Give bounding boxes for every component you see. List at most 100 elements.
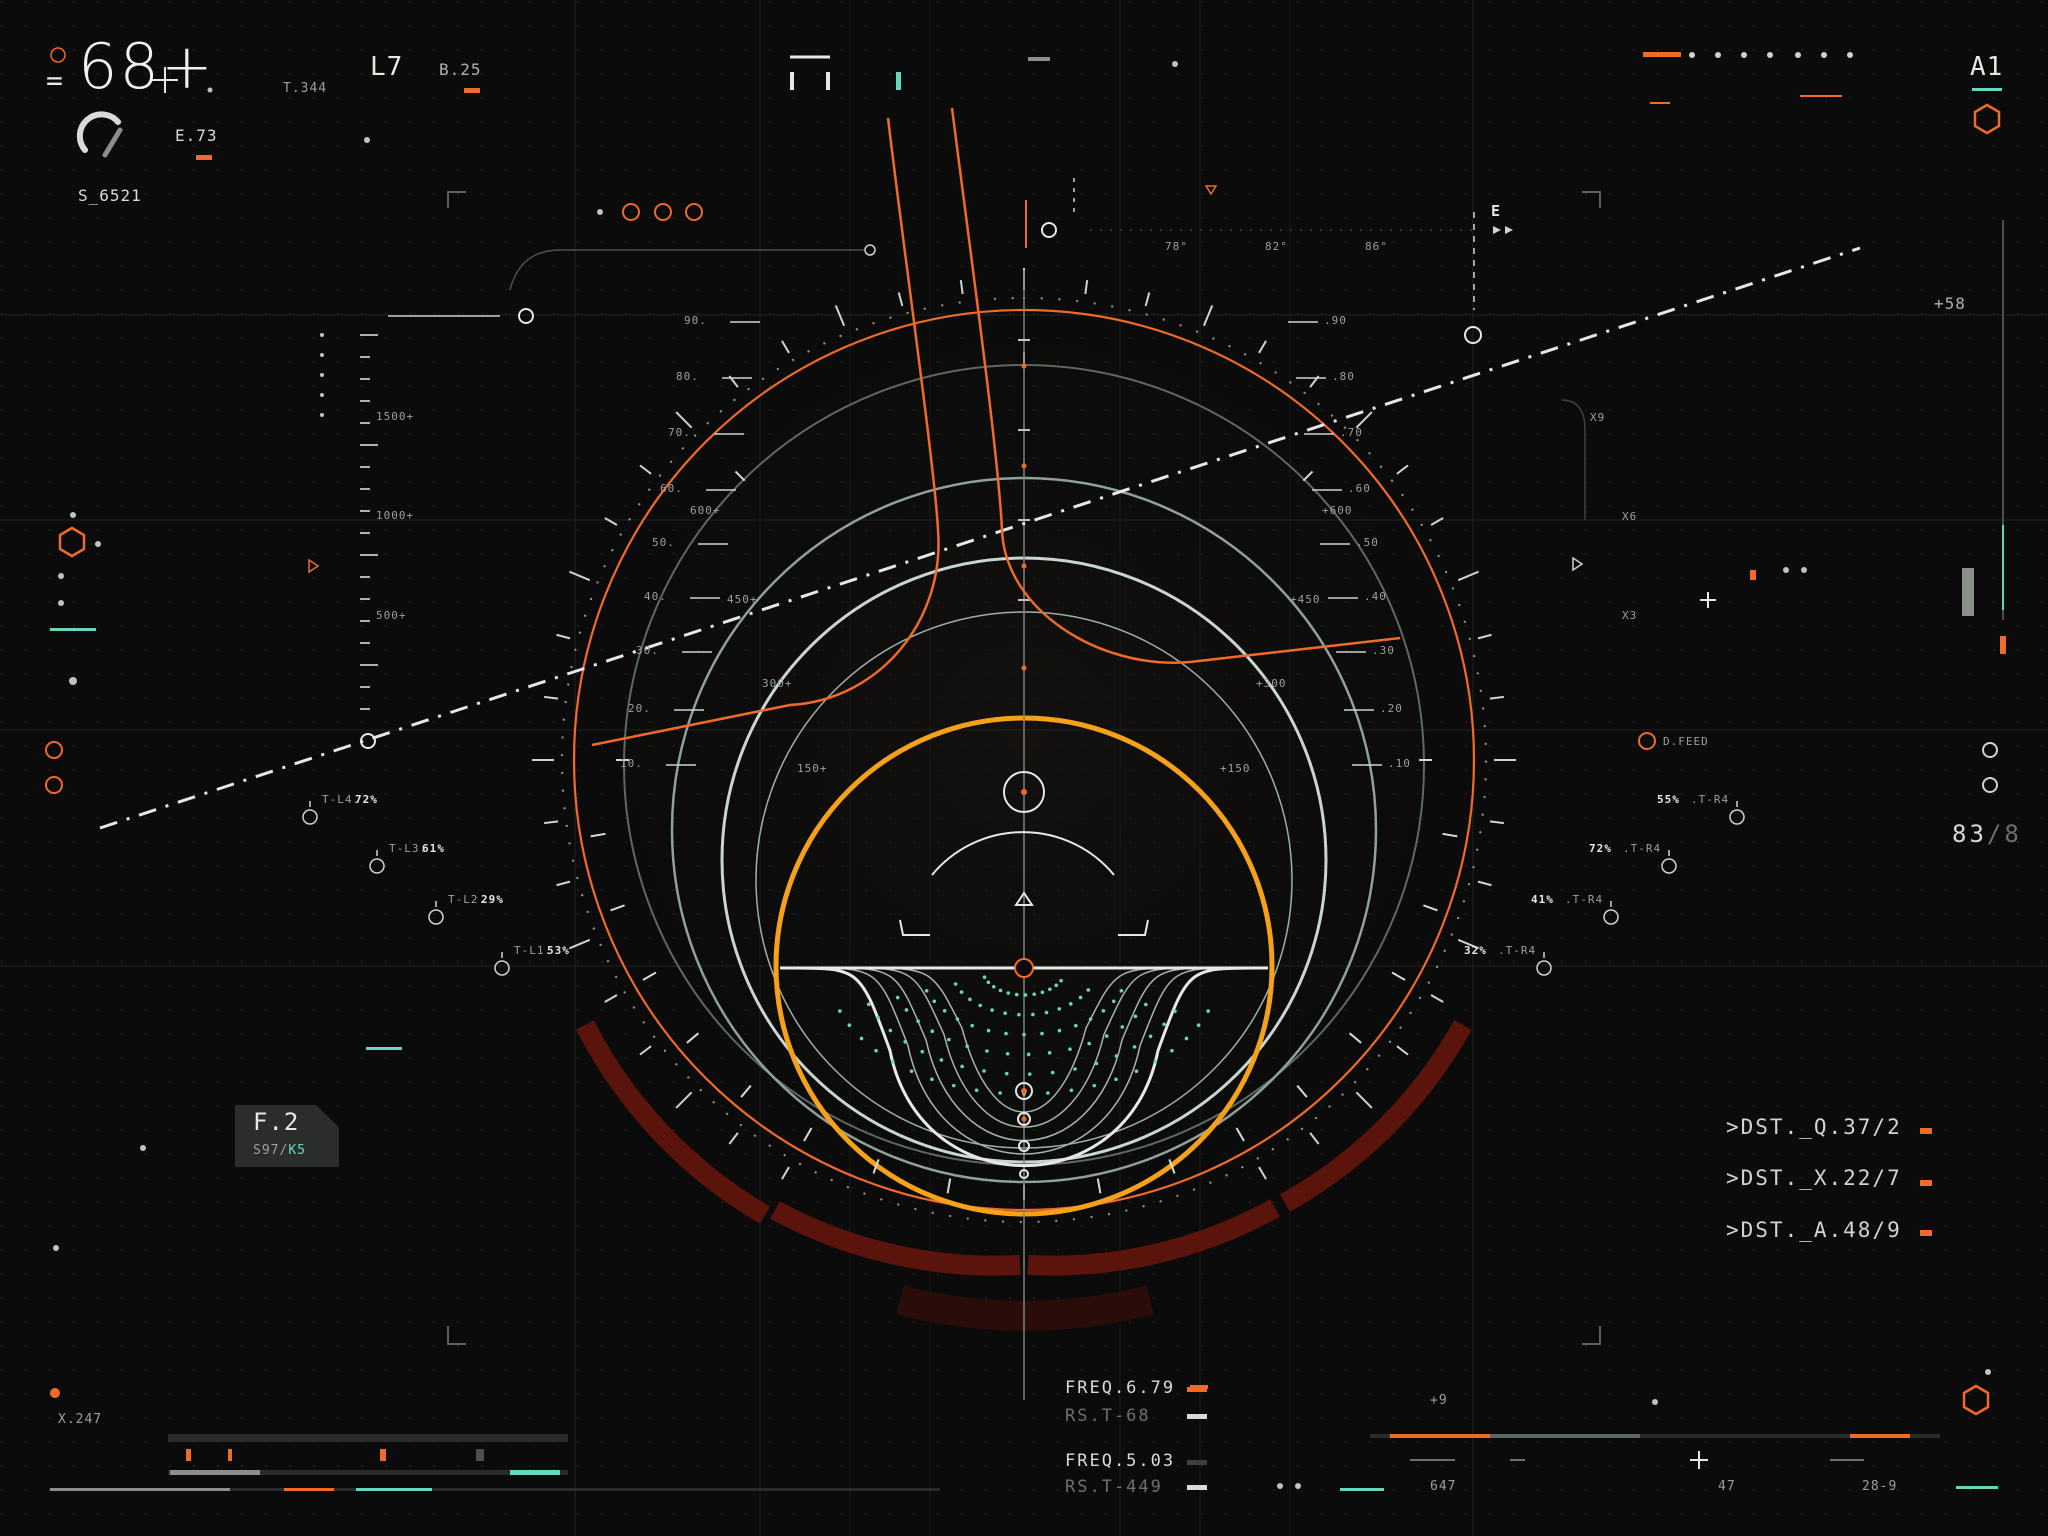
hexagon-icon-right [1973, 103, 2001, 135]
outer-tick [569, 570, 591, 582]
dst-item-3[interactable]: >DST._A.48/9 [1726, 1218, 1902, 1242]
bowl-dot [1046, 1091, 1050, 1095]
outer-tick [1396, 1045, 1409, 1056]
alt-dot [320, 393, 324, 397]
bowl-dot [1050, 1070, 1055, 1075]
outer-tick [1396, 464, 1409, 475]
inner-reticle [899, 771, 1149, 936]
bowl-dot [1094, 1061, 1099, 1066]
range-tick [1302, 470, 1314, 482]
bowl-dot [1162, 1022, 1166, 1027]
bowl-dot [985, 1049, 989, 1053]
target-pct-left: 61% [422, 842, 445, 855]
f-panel-title: F.2 [253, 1108, 300, 1136]
counter-sep: / [1986, 820, 2005, 848]
ring-dot [1090, 1215, 1093, 1219]
bowl-dot [1022, 1032, 1026, 1037]
ring-dot [846, 1185, 850, 1189]
target-pct-right: 72% [1589, 842, 1612, 855]
bowl-dot [1086, 988, 1091, 992]
l-code: L7 [370, 52, 404, 82]
compass-node [1041, 222, 1057, 238]
inner-tick [1235, 1127, 1245, 1142]
ring-dot [1055, 1219, 1058, 1223]
ring-dot [663, 1049, 667, 1052]
ring-dot [1420, 523, 1423, 527]
pitch-label-left: 60. [660, 482, 683, 495]
ring-dot [1259, 361, 1262, 365]
ring-dot [614, 975, 618, 979]
bowl-dot [1088, 1017, 1093, 1021]
ring-dot [863, 1192, 866, 1195]
ring-dot [1388, 1040, 1392, 1044]
ring-dot [1479, 689, 1483, 693]
top-right-dot-row [1689, 52, 1853, 58]
bowl-dot [930, 1029, 935, 1033]
outer-tick [1430, 517, 1444, 526]
bowl-dot [1004, 1031, 1008, 1036]
ring-dot [675, 1063, 678, 1066]
target-label-left: T-L4. [322, 793, 361, 806]
bowl-dot [916, 1019, 920, 1023]
outer-tick [1084, 280, 1089, 295]
ring-dot [658, 474, 662, 477]
outer-tick [834, 305, 846, 327]
f-panel[interactable] [235, 1105, 339, 1167]
dst-item-1[interactable]: >DST._Q.37/2 [1726, 1115, 1902, 1139]
ring-dot [592, 927, 596, 930]
ring-dot [1243, 353, 1247, 356]
ring-dot [1058, 298, 1061, 301]
ring-dot [880, 1198, 883, 1201]
b-code: B.25 [439, 60, 482, 79]
ring-dot [1356, 439, 1359, 442]
inner-tick [1168, 1159, 1176, 1174]
ring-dot [1274, 371, 1277, 374]
bowl-dot [982, 1069, 986, 1073]
ring-dot [1037, 1220, 1040, 1223]
dst-item-2[interactable]: >DST._X.22/7 [1726, 1166, 1902, 1190]
pitch-label-right: .20 [1380, 702, 1403, 715]
bottom-right-plus-icons [152, 67, 1716, 1469]
target-pct-right: 55% [1657, 793, 1680, 806]
ring-dot [1462, 900, 1466, 903]
d-feed-ring [1638, 732, 1656, 750]
ring-dot [623, 991, 626, 994]
ring-dot [823, 342, 826, 345]
left-connector-node [518, 308, 534, 324]
ring-dot [1399, 1026, 1402, 1029]
ring-dot [632, 1006, 636, 1009]
bowl-dot [998, 988, 1003, 993]
ring-dot [596, 581, 599, 584]
a-code: A1 [1970, 52, 2004, 82]
bowl-dot [1092, 1083, 1097, 1088]
bowl-dot [965, 1044, 970, 1049]
bowl-center-node [1014, 958, 1034, 978]
teal-accents [50, 72, 2002, 1491]
ring-dot [563, 807, 566, 810]
bowl-dot [955, 1017, 960, 1021]
misc-dots [53, 61, 1991, 1489]
target-pct-right: 32% [1464, 944, 1487, 957]
ring-dot [687, 1076, 690, 1079]
ring-dot [681, 447, 685, 450]
bowl-dot [939, 1058, 944, 1062]
outer-tick [604, 517, 618, 526]
pitch-label-left: 80. [676, 370, 699, 383]
target-label-right: .T-R4 [1565, 893, 1604, 906]
bottom-right-bars [1370, 1434, 1940, 1461]
bowl-dot [1023, 993, 1028, 997]
target-label-right: .T-R4 [1691, 793, 1730, 806]
bowl-dot [960, 1064, 964, 1069]
outer-tick [1355, 1091, 1373, 1109]
outer-tick [556, 880, 571, 887]
center-axis-dashes [1018, 339, 1030, 601]
ring-dot [1467, 883, 1471, 886]
red-base-arc [576, 1020, 1472, 1276]
frame-brackets [447, 191, 1601, 1345]
bowl-dot [1017, 1012, 1021, 1017]
ring-dot [606, 959, 610, 963]
ring-dot [889, 316, 892, 319]
outer-tick [1457, 570, 1479, 582]
target-pct-left: 53% [547, 944, 570, 957]
ring-dot [699, 1088, 702, 1092]
